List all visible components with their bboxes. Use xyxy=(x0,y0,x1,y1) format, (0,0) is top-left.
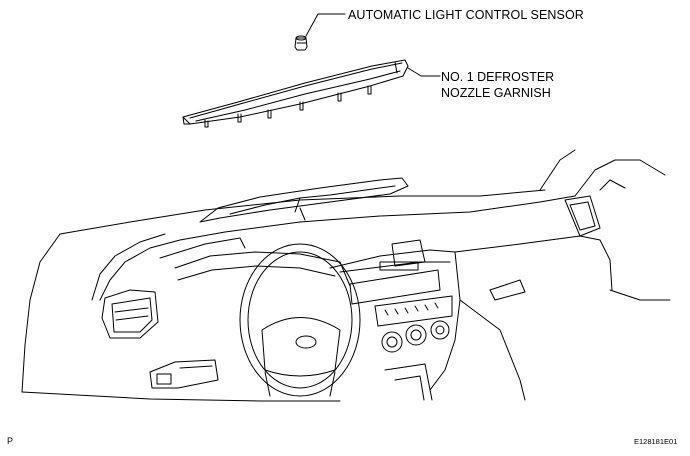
figure-id: E128181E01 xyxy=(634,437,677,446)
sensor-callout-label: AUTOMATIC LIGHT CONTROL SENSOR xyxy=(348,8,584,22)
sensor-leader-line xyxy=(305,13,346,37)
garnish-callout-label-line1: NO. 1 DEFROSTER xyxy=(441,70,554,84)
garnish-callout-label-line2: NOZZLE GARNISH xyxy=(441,86,551,100)
instrument-panel xyxy=(21,149,671,402)
light-control-sensor xyxy=(294,35,308,51)
defroster-nozzle-garnish xyxy=(182,59,409,128)
garnish-leader-line xyxy=(407,67,441,77)
footer-left-code: P xyxy=(7,436,13,446)
